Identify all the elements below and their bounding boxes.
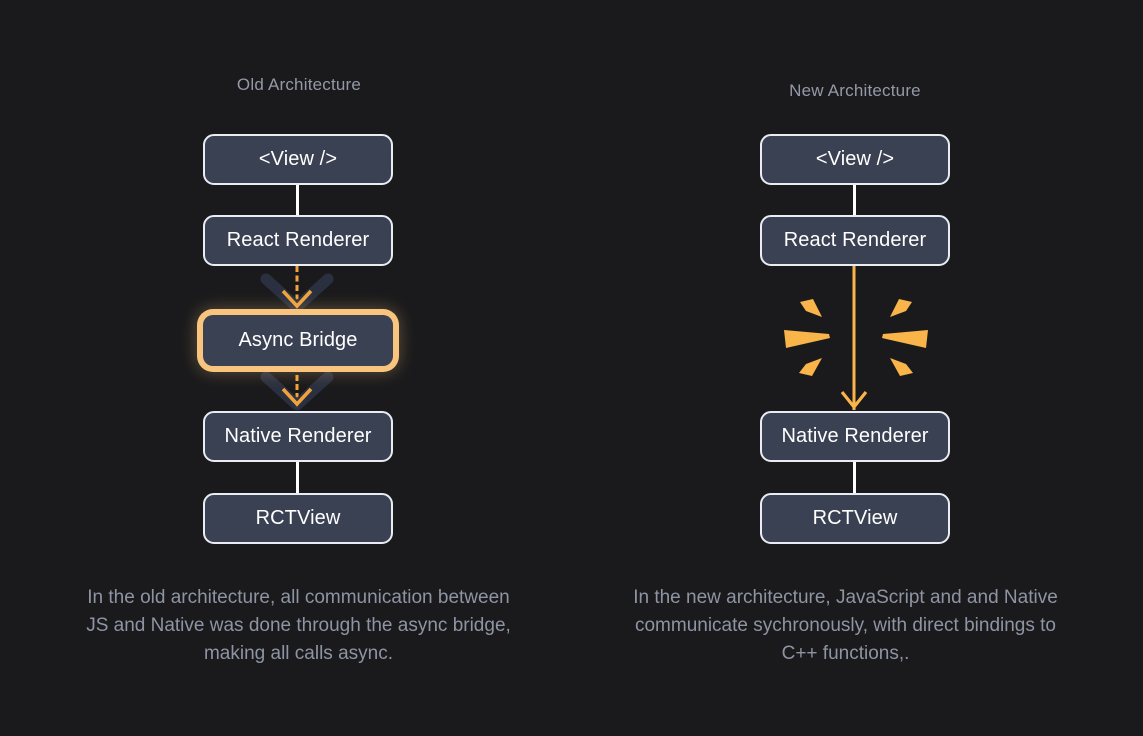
dashed-arrow-stem — [295, 266, 299, 310]
connector-native-to-rct-right — [853, 460, 856, 495]
node-native-renderer-old[interactable]: Native Renderer — [203, 411, 393, 462]
dashed-arrow-react-to-bridge — [260, 266, 334, 313]
arrow-down-icon — [840, 391, 868, 410]
node-react-renderer-new[interactable]: React Renderer — [760, 215, 950, 266]
node-view-old[interactable]: <View /> — [203, 134, 393, 185]
caption-new-architecture: In the new architecture, JavaScript and … — [633, 587, 1058, 664]
node-view-new[interactable]: <View /> — [760, 134, 950, 185]
column-title-new-architecture: New Architecture — [789, 81, 921, 100]
node-rctview-new[interactable]: RCTView — [760, 493, 950, 544]
column-title-old-architecture: Old Architecture — [236, 75, 362, 94]
solid-arrow-react-to-native — [840, 262, 868, 410]
node-async-bridge[interactable]: Async Bridge — [203, 315, 393, 366]
connector-view-to-react-left — [296, 183, 299, 217]
node-react-renderer-old[interactable]: React Renderer — [203, 215, 393, 266]
arrow-down-icon — [260, 273, 334, 313]
arrow-down-icon — [260, 371, 334, 411]
caption-old-architecture: In the old architecture, all communicati… — [86, 587, 511, 664]
connector-view-to-react-right — [853, 183, 856, 217]
dashed-arrow-bridge-to-native — [260, 366, 334, 411]
connector-native-to-rct-left — [296, 460, 299, 495]
solid-arrow-stem — [852, 262, 856, 410]
node-rctview-old[interactable]: RCTView — [203, 493, 393, 544]
node-native-renderer-new[interactable]: Native Renderer — [760, 411, 950, 462]
dashed-arrow-stem — [295, 366, 299, 408]
